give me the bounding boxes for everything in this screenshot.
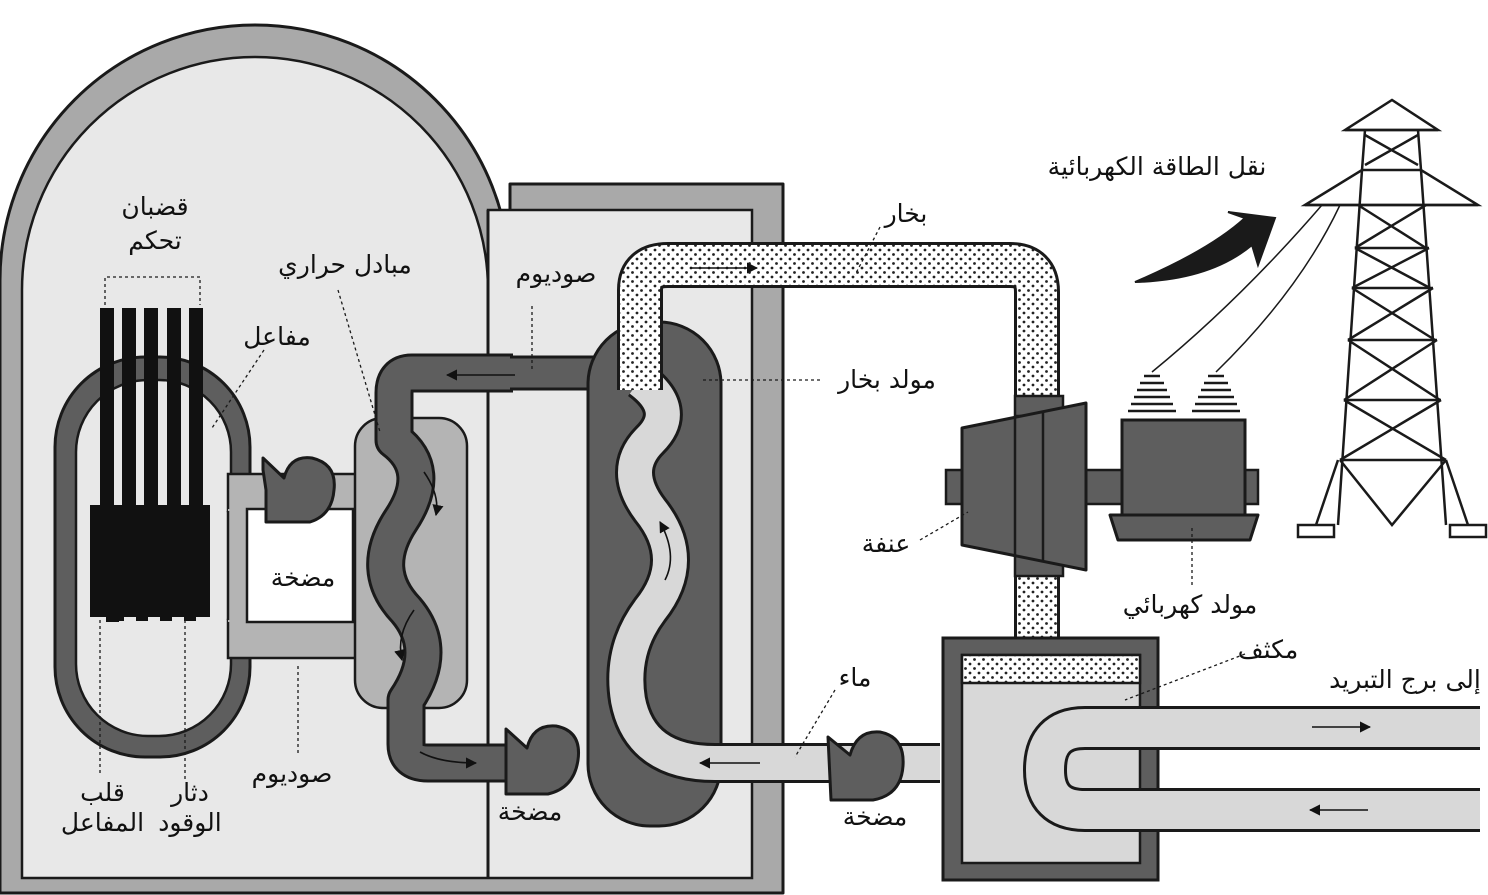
label-pump-feedwater: مضخة	[843, 802, 908, 831]
label-electric-generator: مولد كهربائي	[1123, 590, 1258, 620]
label-steam: بخار	[883, 199, 928, 228]
label-to-cooling-tower: إلى برج التبريد	[1329, 665, 1481, 695]
label-fuel-cladding-box: دثار الوقود	[158, 778, 222, 837]
label-reactor-core-box: قلب المفاعل	[60, 778, 145, 837]
power-lines	[1151, 204, 1341, 373]
secondary-pump	[504, 724, 581, 796]
label-pump-secondary: مضخة	[498, 797, 563, 826]
feedwater-pump	[826, 730, 905, 802]
label-pump-primary: مضخة	[271, 563, 336, 592]
label-water: ماء	[839, 663, 872, 692]
label-fuel-cladding: دثار الوقود	[158, 778, 222, 837]
label-steam-generator: مولد بخار	[836, 365, 936, 394]
label-heat-exchanger: مبادل حراري	[278, 250, 412, 279]
insulator-right	[1192, 374, 1240, 413]
label-reactor: مفاعل	[243, 322, 311, 351]
control-rods	[100, 308, 203, 508]
label-condenser: مكثف	[1238, 635, 1299, 664]
flow-arrows	[394, 262, 1372, 816]
transmission-tower	[1296, 98, 1488, 539]
primary-pump	[245, 456, 355, 624]
label-reactor-core: قلب المفاعل	[60, 778, 145, 837]
cooling-water-loop	[1022, 706, 1480, 832]
label-turbine: عنفة	[862, 529, 911, 558]
label-power-transmission: نقل الطاقة الكهربائية	[1048, 152, 1267, 182]
leader-lines	[99, 226, 1246, 780]
label-sodium-bottom: صوديوم	[252, 759, 333, 788]
steam-pipe	[617, 242, 1060, 662]
secondary-sodium-loop	[366, 353, 600, 783]
label-sodium-top: صوديوم	[516, 259, 597, 288]
insulator-left	[1128, 374, 1176, 413]
reactor-core	[90, 505, 210, 622]
power-transmission-arrow	[1134, 211, 1277, 283]
electric-generator	[1108, 374, 1260, 542]
